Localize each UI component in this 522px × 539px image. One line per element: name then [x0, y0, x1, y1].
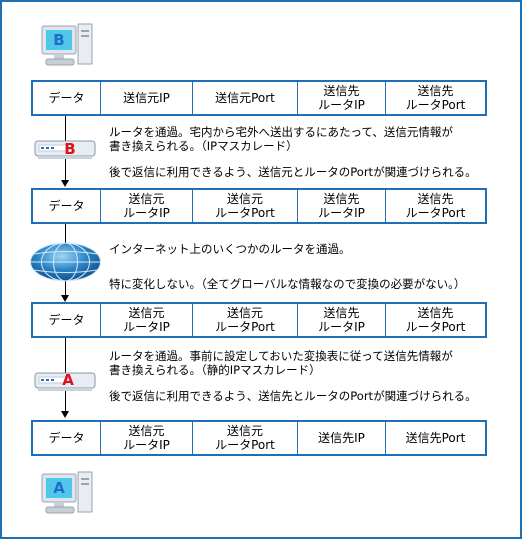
packet-1-field-dst-ip: 送信先 ルータIP	[297, 82, 385, 114]
packet-4-field-src-ip: 送信元 ルータIP	[100, 422, 192, 454]
packet-2-field-dst-port: 送信先 ルータPort	[385, 190, 485, 222]
flow-arrow-3	[61, 411, 69, 418]
packet-4-field-dst-port: 送信先Port	[385, 422, 485, 454]
router-b-note-2: 後で返信に利用できるよう、送信元とルータのPortが関連づけられる。	[109, 165, 477, 179]
packet-1-field-src-ip: 送信元IP	[100, 82, 192, 114]
packet-4-field-src-port: 送信元 ルータPort	[192, 422, 297, 454]
router-a-icon	[33, 367, 97, 397]
internet-note-2: 特に変化しない。（全てグローバルな情報なので変換の必要がない。）	[109, 277, 466, 291]
computer-b-icon	[40, 22, 94, 68]
packet-1-field-dst-port: 送信先 ルータPort	[385, 82, 485, 114]
packet-4-field-data: データ	[48, 431, 85, 445]
router-a-note-2: 後で返信に利用できるよう、送信先とルータのPortが関連づけられる。	[109, 389, 477, 403]
flow-arrow-2	[61, 295, 69, 302]
internet-note-1: インターネット上のいくつかのルータを通過。	[109, 242, 351, 256]
packet-3: データ 送信元 ルータIP 送信元 ルータPort 送信先 ルータIP 送信先 …	[31, 302, 487, 338]
router-a-label: A	[62, 371, 74, 389]
internet-globe-icon	[28, 240, 103, 284]
packet-1-field-src-port: 送信元Port	[192, 82, 297, 114]
packet-3-field-dst-ip: 送信先 ルータIP	[297, 304, 385, 336]
packet-2-field-data: データ	[48, 199, 85, 213]
packet-3-field-src-port: 送信元 ルータPort	[192, 304, 297, 336]
packet-1: データ 送信元IP 送信元Port 送信先 ルータIP 送信先 ルータPort	[31, 80, 487, 116]
packet-1-field-data: データ	[48, 91, 85, 105]
packet-2-field-src-ip: 送信元 ルータIP	[100, 190, 192, 222]
packet-2-field-src-port: 送信元 ルータPort	[192, 190, 297, 222]
packet-2: データ 送信元 ルータIP 送信元 ルータPort 送信先 ルータIP 送信先 …	[31, 188, 487, 224]
computer-a-icon	[40, 470, 94, 516]
flow-arrow-1	[61, 180, 69, 187]
packet-4-field-dst-ip: 送信先IP	[297, 422, 385, 454]
computer-a-label: A	[53, 479, 65, 497]
packet-2-field-dst-ip: 送信先 ルータIP	[297, 190, 385, 222]
router-b-label: B	[64, 140, 76, 158]
packet-3-field-data: データ	[48, 313, 85, 327]
packet-3-field-dst-port: 送信先 ルータPort	[385, 304, 485, 336]
router-a-note-1: ルータを通過。事前に設定しておいた変換表に従って送信先情報が 書き換えられる。（…	[109, 349, 453, 377]
computer-b-label: B	[53, 31, 65, 49]
router-b-note-1: ルータを通過。宅内から宅外へ送出するにあたって、送信元情報が 書き換えられる。（…	[109, 125, 453, 153]
router-b-icon	[33, 135, 97, 165]
packet-3-field-src-ip: 送信元 ルータIP	[100, 304, 192, 336]
packet-4: データ 送信元 ルータIP 送信元 ルータPort 送信先IP 送信先Port	[31, 420, 487, 456]
